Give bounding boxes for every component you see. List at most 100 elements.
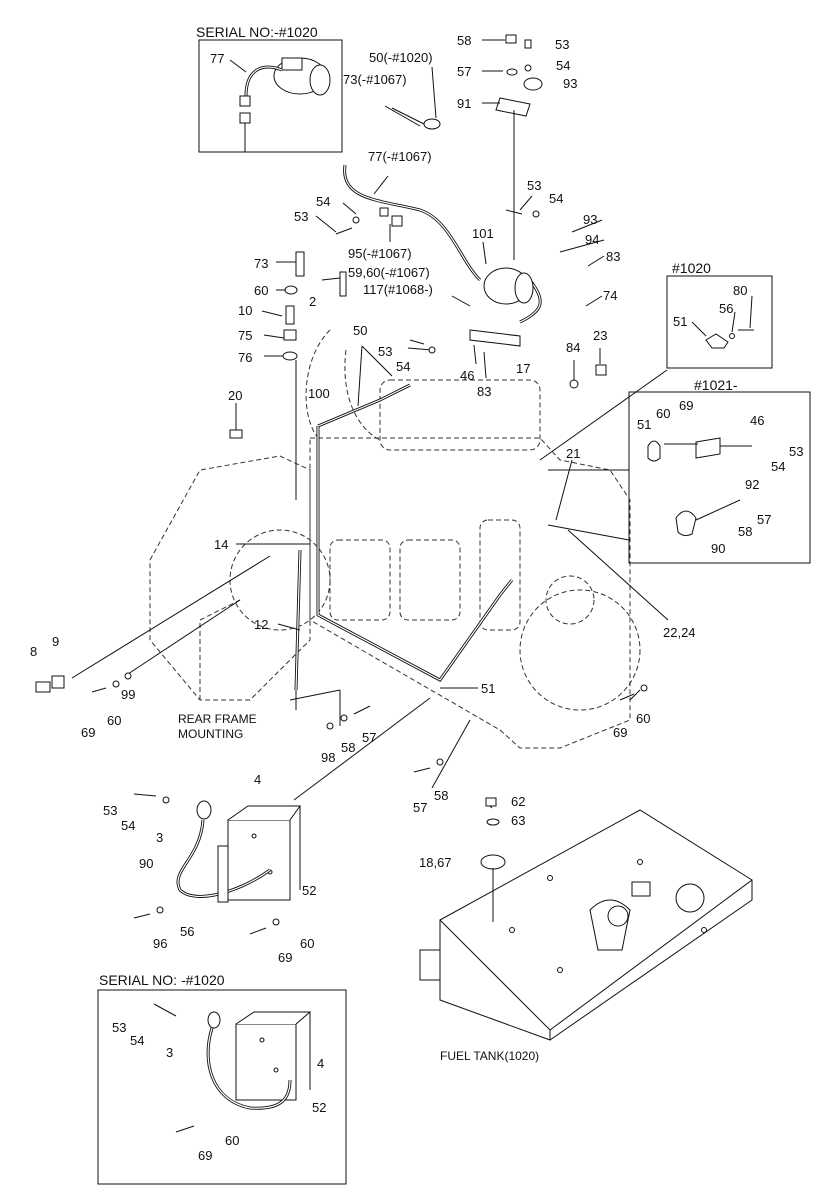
callout-100: 100 xyxy=(308,386,330,401)
callout-59-60: 59,60(-#1067) xyxy=(348,265,430,280)
callout-91: 91 xyxy=(457,96,471,111)
hardware xyxy=(35,34,648,935)
box-1021-title: #1021- xyxy=(694,377,738,393)
callout-22-24: 22,24 xyxy=(663,625,696,640)
inset-serial-bottom: SERIAL NO: -#1020 53 54 3 4 52 60 69 xyxy=(97,972,347,1185)
callout-101: 101 xyxy=(472,226,494,241)
callout-77-top: 77 xyxy=(210,51,224,66)
callout-53-b: 53 xyxy=(527,178,541,193)
callout-77-b: 77(-#1067) xyxy=(368,149,432,164)
engine-outline xyxy=(149,329,641,749)
callout-73-a: 73(-#1067) xyxy=(343,72,407,87)
callout-69-d: 69 xyxy=(278,950,292,965)
callout-74: 74 xyxy=(603,288,617,303)
callout-54-d: 54 xyxy=(396,359,410,374)
callout-2: 2 xyxy=(309,294,316,309)
callout-46-b: 46 xyxy=(750,413,764,428)
callout-54-g: 54 xyxy=(130,1033,144,1048)
callout-53-a: 53 xyxy=(555,37,569,52)
callouts: 58 53 57 54 93 91 50(-#1020) 73(-#1067) … xyxy=(30,33,696,965)
fuel-tank-caption: FUEL TANK(1020) xyxy=(440,1049,539,1063)
callout-90-b: 90 xyxy=(139,856,153,871)
callout-14: 14 xyxy=(214,537,228,552)
callout-58-a: 58 xyxy=(457,33,471,48)
callout-52-b: 52 xyxy=(312,1100,326,1115)
callout-54-e: 54 xyxy=(771,459,785,474)
callout-50-a: 50(-#1020) xyxy=(369,50,433,65)
callout-18-67: 18,67 xyxy=(419,855,452,870)
callout-46-a: 46 xyxy=(460,368,474,383)
callout-53-g: 53 xyxy=(112,1020,126,1035)
callout-54-b: 54 xyxy=(549,191,563,206)
callout-53-c: 53 xyxy=(294,209,308,224)
callout-83-a: 83 xyxy=(606,249,620,264)
callout-3-b: 3 xyxy=(166,1045,173,1060)
callout-69-b: 69 xyxy=(81,725,95,740)
callout-60-d: 60 xyxy=(636,711,650,726)
callout-58-b: 58 xyxy=(738,524,752,539)
inset-serial-top: SERIAL NO:-#1020 77 xyxy=(196,24,343,153)
callout-53-e: 53 xyxy=(789,444,803,459)
callout-51-b: 51 xyxy=(637,417,651,432)
callout-60-f: 60 xyxy=(225,1133,239,1148)
callout-80: 80 xyxy=(733,283,747,298)
callout-53-d: 53 xyxy=(378,344,392,359)
callout-51-c: 51 xyxy=(481,681,495,696)
callout-90-a: 90 xyxy=(711,541,725,556)
callout-69-e: 69 xyxy=(198,1148,212,1163)
callout-69-a: 69 xyxy=(679,398,693,413)
callout-98: 98 xyxy=(321,750,335,765)
callout-76: 76 xyxy=(238,350,252,365)
callout-9: 9 xyxy=(52,634,59,649)
callout-4-b: 4 xyxy=(317,1056,324,1071)
callout-17: 17 xyxy=(516,361,530,376)
callout-21: 21 xyxy=(566,446,580,461)
callout-58-d: 58 xyxy=(434,788,448,803)
rear-frame-caption-1: REAR FRAME xyxy=(178,712,257,726)
callout-95: 95(-#1067) xyxy=(348,246,412,261)
callout-69-c: 69 xyxy=(613,725,627,740)
callout-51-a: 51 xyxy=(673,314,687,329)
callout-60-c: 60 xyxy=(107,713,121,728)
callout-57-a: 57 xyxy=(457,64,471,79)
callout-56-b: 56 xyxy=(180,924,194,939)
callout-50-b: 50 xyxy=(353,323,367,338)
callout-54-f: 54 xyxy=(121,818,135,833)
callout-58-c: 58 xyxy=(341,740,355,755)
callout-94: 94 xyxy=(585,232,599,247)
fuel-tank: FUEL TANK(1020) xyxy=(419,809,753,1063)
harness-main xyxy=(294,97,542,691)
rear-frame-caption-2: MOUNTING xyxy=(178,727,243,741)
callout-3-a: 3 xyxy=(156,830,163,845)
leader-lines xyxy=(71,39,669,801)
callout-57-c: 57 xyxy=(362,730,376,745)
callout-10: 10 xyxy=(238,303,252,318)
callout-60-b: 60 xyxy=(656,406,670,421)
callout-54-c: 54 xyxy=(316,194,330,209)
callout-20: 20 xyxy=(228,388,242,403)
callout-52-a: 52 xyxy=(302,883,316,898)
callout-60-a: 60 xyxy=(254,283,268,298)
callout-93-a: 93 xyxy=(563,76,577,91)
control-module xyxy=(176,800,301,903)
callout-60-e: 60 xyxy=(300,936,314,951)
callout-93-b: 93 xyxy=(583,212,597,227)
callout-84: 84 xyxy=(566,340,580,355)
callout-75: 75 xyxy=(238,328,252,343)
callout-83-b: 83 xyxy=(477,384,491,399)
callout-96: 96 xyxy=(153,936,167,951)
inset-1020: #1020 51 56 80 xyxy=(666,260,773,369)
callout-56-a: 56 xyxy=(719,301,733,316)
callout-8: 8 xyxy=(30,644,37,659)
callout-99: 99 xyxy=(121,687,135,702)
callout-92: 92 xyxy=(745,477,759,492)
callout-57-b: 57 xyxy=(757,512,771,527)
callout-4-a: 4 xyxy=(254,772,261,787)
inset-1021: #1021- 51 60 69 46 53 54 92 57 58 90 xyxy=(628,377,811,564)
callout-117: 117(#1068-) xyxy=(363,282,433,297)
callout-23: 23 xyxy=(593,328,607,343)
callout-12: 12 xyxy=(254,617,268,632)
callout-54-a: 54 xyxy=(556,58,570,73)
